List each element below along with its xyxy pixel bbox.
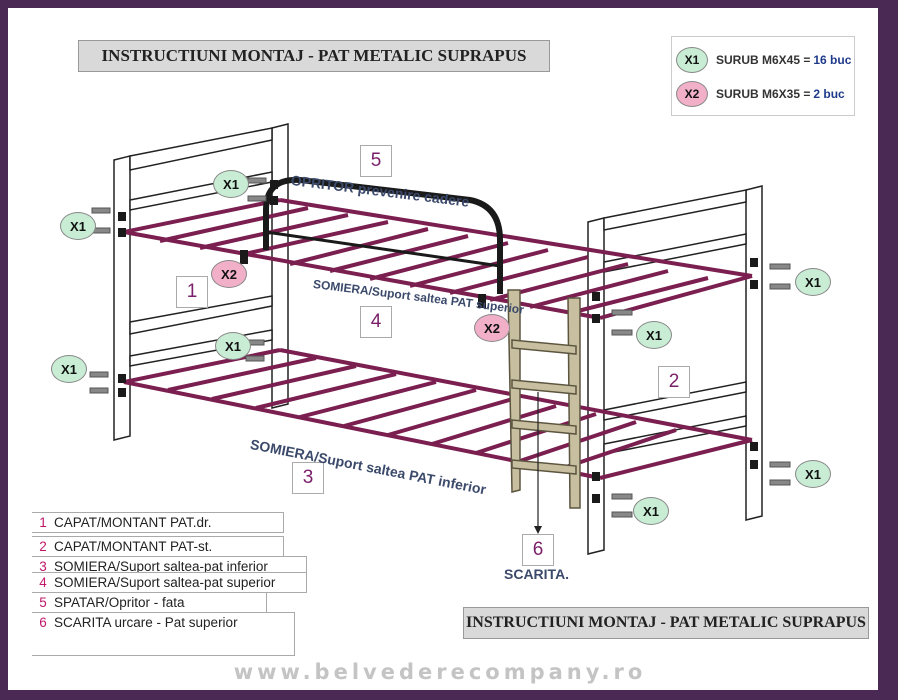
part-row: 2 CAPAT/MONTANT PAT-st. [32,536,284,557]
part-row-text: CAPAT/MONTANT PAT.dr. [54,515,212,530]
legend-row-x2: X2 SURUB M6X35 =2 buc [676,81,845,107]
part-row-text: CAPAT/MONTANT PAT-st. [54,539,213,554]
x1-callout: X1 [636,321,672,349]
x1-callout: X1 [215,332,251,360]
legend-qty: 16 buc [813,53,852,67]
part-row-number: 3 [39,559,47,574]
part-number-3: 3 [292,462,324,494]
x2-callout: X2 [474,314,510,342]
x1-badge: X1 [676,47,708,73]
part-number-4: 4 [360,306,392,338]
ladder [507,289,581,509]
x1-callout: X1 [213,170,249,198]
part-row: 4 SOMIERA/Suport saltea-pat superior [32,572,307,593]
part-number-2: 2 [658,366,690,398]
x1-callout: X1 [60,212,96,240]
joint-blocks [118,180,758,503]
part-row-number: 4 [39,575,47,590]
x1-callout: X1 [633,497,669,525]
guard-rail [263,176,503,294]
x2-badge: X2 [676,81,708,107]
screws [89,177,791,518]
end-frame-right [587,185,763,555]
part-row-number: 2 [39,539,47,554]
part-row-text: SOMIERA/Suport saltea-pat inferior [54,559,268,574]
part-row-number: 1 [39,515,47,530]
label-scarita: SCARITA. [504,566,570,582]
part-number-6: 6 [522,534,554,566]
part-row-number: 6 [39,615,47,630]
part-row-text: SCARITA urcare - Pat superior [54,615,238,630]
website-watermark: www.belvederecompany.ro [233,660,647,684]
screw-legend: X1 SURUB M6X45 =16 buc X2 SURUB M6X35 =2… [671,36,855,116]
legend-text: SURUB M6X35 = [716,87,811,101]
part-row-number: 5 [39,595,47,610]
legend-qty: 2 buc [813,87,845,101]
part-number-5: 5 [360,145,392,177]
x2-callout: X2 [211,260,247,288]
x1-callout: X1 [795,460,831,488]
part-number-1: 1 [176,276,208,308]
part-row: 5 SPATAR/Opritor - fata [32,592,267,613]
part-row: 1 CAPAT/MONTANT PAT.dr. [32,512,284,533]
title-top: INSTRUCTIUNI MONTAJ - PAT METALIC SUPRAP… [78,40,550,72]
legend-row-x1: X1 SURUB M6X45 =16 buc [676,47,851,73]
legend-text: SURUB M6X45 = [716,53,811,67]
part-row-text: SOMIERA/Suport saltea-pat superior [54,575,276,590]
x1-callout: X1 [795,268,831,296]
part-row-text: SPATAR/Opritor - fata [54,595,185,610]
part-row: 6 SCARITA urcare - Pat superior [32,612,295,656]
x1-callout: X1 [51,355,87,383]
title-bottom: INSTRUCTIUNI MONTAJ - PAT METALIC SUPRAP… [463,607,869,639]
upper-mattress-support [123,198,753,320]
